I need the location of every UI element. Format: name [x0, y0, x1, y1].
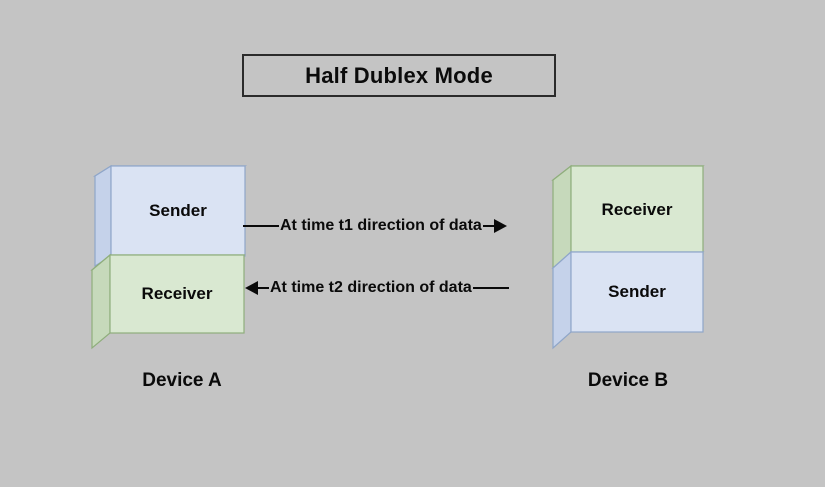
arrow-t1-label: At time t1 direction of data	[280, 217, 482, 234]
arrow-t2-line-left	[258, 287, 269, 289]
device-a-caption: Device A	[142, 370, 222, 391]
arrow-t1: At time t1 direction of data	[243, 213, 507, 239]
device-b-sender-box	[551, 250, 705, 350]
arrow-t1-line-right	[482, 225, 494, 227]
box-front-face	[570, 251, 704, 333]
box-front-face	[570, 165, 704, 255]
device-b-caption: Device B	[587, 370, 669, 391]
arrow-t1-line-left	[243, 225, 279, 227]
arrow-t2-line-right	[472, 287, 509, 289]
box-side-face	[94, 164, 112, 268]
arrow-t2: At time t2 direction of data	[245, 275, 509, 301]
box-side-face	[552, 250, 572, 350]
device-a-sender-box	[92, 164, 248, 268]
arrow-t2-label: At time t2 direction of data	[270, 279, 472, 296]
box-front-face	[110, 165, 246, 257]
diagram-title-box: Half Dublex Mode	[242, 54, 556, 97]
box-side-face	[91, 253, 111, 350]
box-front-face	[109, 254, 245, 334]
arrow-left-icon	[245, 281, 258, 295]
device-a-receiver-box	[90, 253, 246, 350]
arrow-right-icon	[493, 219, 507, 233]
diagram-title: Half Dublex Mode	[305, 62, 493, 88]
device-b-receiver-box	[551, 164, 705, 270]
